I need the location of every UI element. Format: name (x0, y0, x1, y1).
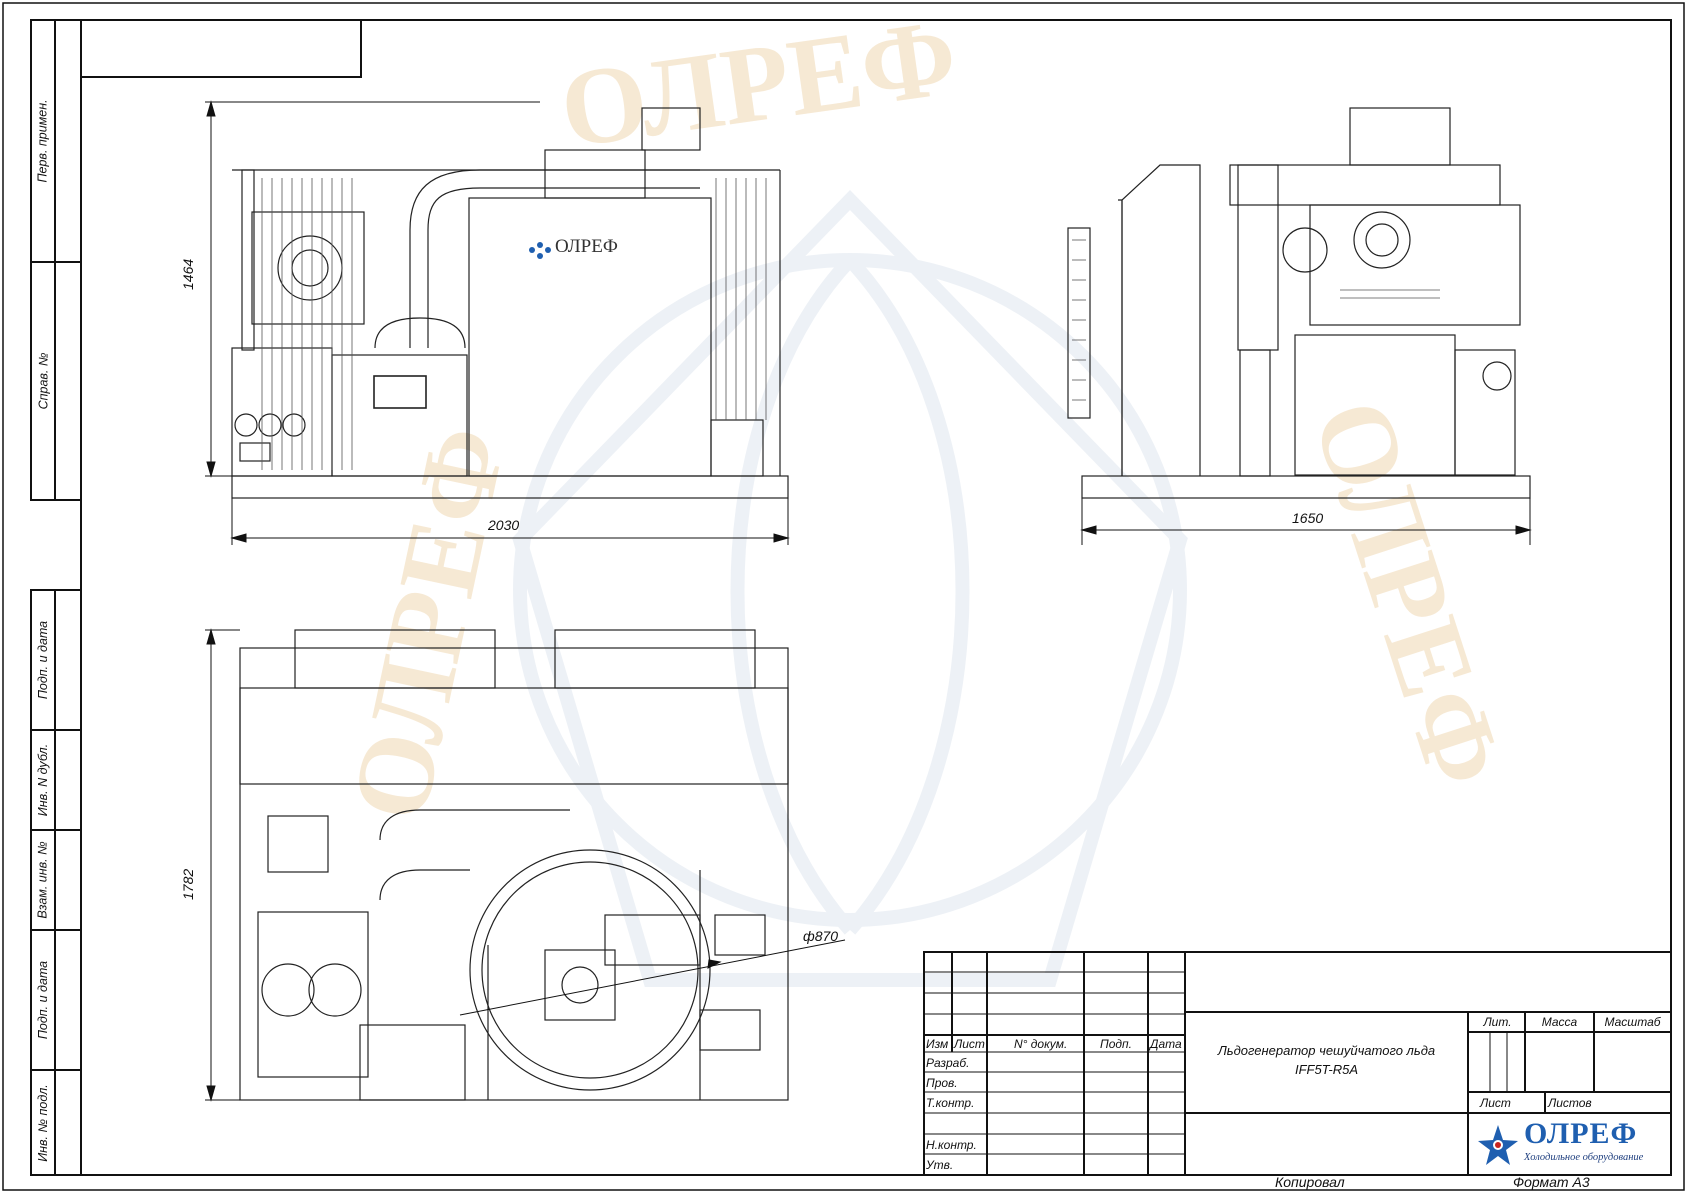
drawing-model: IFF5T-R5A (1294, 1062, 1359, 1077)
tb-header-signature: Подп. (1100, 1037, 1132, 1051)
tb-header-list: Лист (954, 1037, 985, 1051)
tb-header-mass: Масса (1541, 1015, 1578, 1029)
dim-front-width: 2030 (488, 517, 520, 533)
tb-header-izm: Изм (926, 1037, 949, 1051)
dim-side-width: 1650 (1292, 510, 1324, 526)
tb-header-date: Дата (1150, 1037, 1182, 1051)
dim-drum-diameter: ф870 (803, 928, 839, 944)
panel-logo-text: ОЛРЕФ (555, 236, 618, 257)
drawing-title: Льдогенератор чешуйчатого льда (1217, 1043, 1436, 1058)
brand-tagline: Холодильное оборудование (1524, 1152, 1644, 1163)
tb-row-checked: Пров. (926, 1076, 958, 1090)
brand-snowflake-icon (1478, 1125, 1518, 1165)
tb-row-approved: Утв. (926, 1158, 954, 1172)
tb-row-developed: Разраб. (926, 1056, 970, 1070)
tb-label-sheet: Лист (1480, 1096, 1511, 1110)
tb-header-scale: Масштаб (1604, 1015, 1661, 1029)
tb-row-tech-control: Т.контр. (926, 1096, 975, 1110)
footer-copied-by: Копировал (1275, 1174, 1345, 1190)
tb-label-sheets: Листов (1548, 1096, 1592, 1110)
footer-format: Формат А3 (1513, 1174, 1590, 1190)
brand-logo-text: ОЛРЕФ (1524, 1117, 1638, 1150)
tb-header-lit: Лит. (1483, 1015, 1512, 1029)
tb-row-norm-control: Н.контр. (926, 1138, 977, 1152)
tb-header-doc-number: N° докум. (1014, 1037, 1068, 1051)
